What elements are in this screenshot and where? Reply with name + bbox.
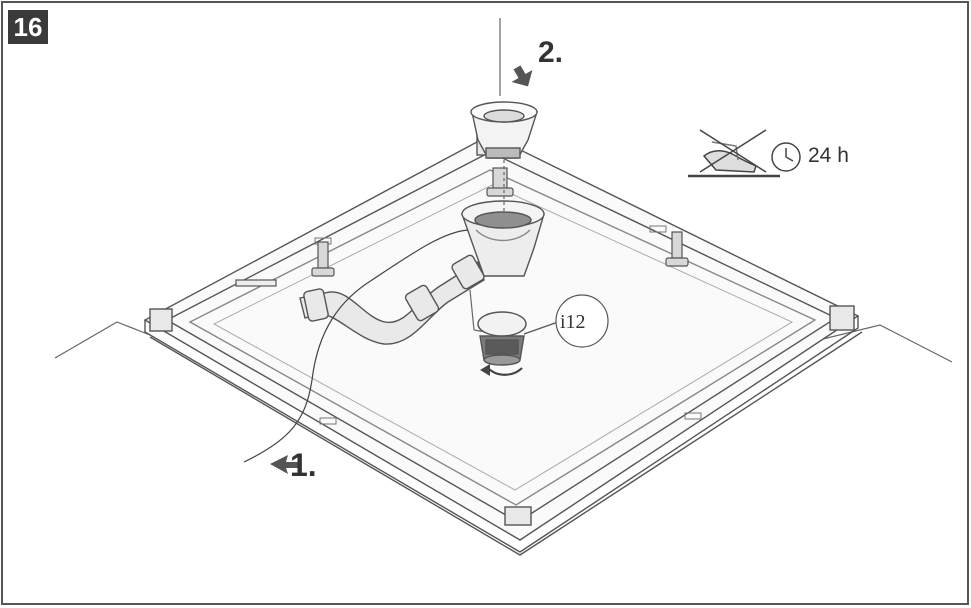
direction-arrow-icon — [270, 65, 533, 474]
guide-lines — [469, 18, 505, 333]
step-2-label: 2. — [538, 36, 564, 69]
step-number-badge: 16 — [8, 10, 48, 44]
rotate-arrow-head — [480, 364, 490, 376]
floor-lines — [54, 321, 953, 363]
drain-body — [461, 200, 545, 277]
rotate-arrow-icon — [487, 367, 523, 376]
no-walking-icon — [688, 129, 780, 178]
part-ref-label: i12 — [560, 311, 586, 333]
drain-pipe — [299, 254, 485, 345]
cure-time-label: 24 h — [808, 144, 849, 167]
callout — [523, 294, 609, 348]
siphon-cap — [477, 311, 527, 366]
clock-icon — [771, 142, 801, 172]
drain-hose — [243, 229, 469, 463]
step-1-label: 1. — [290, 447, 317, 483]
drain-grate — [470, 101, 538, 159]
